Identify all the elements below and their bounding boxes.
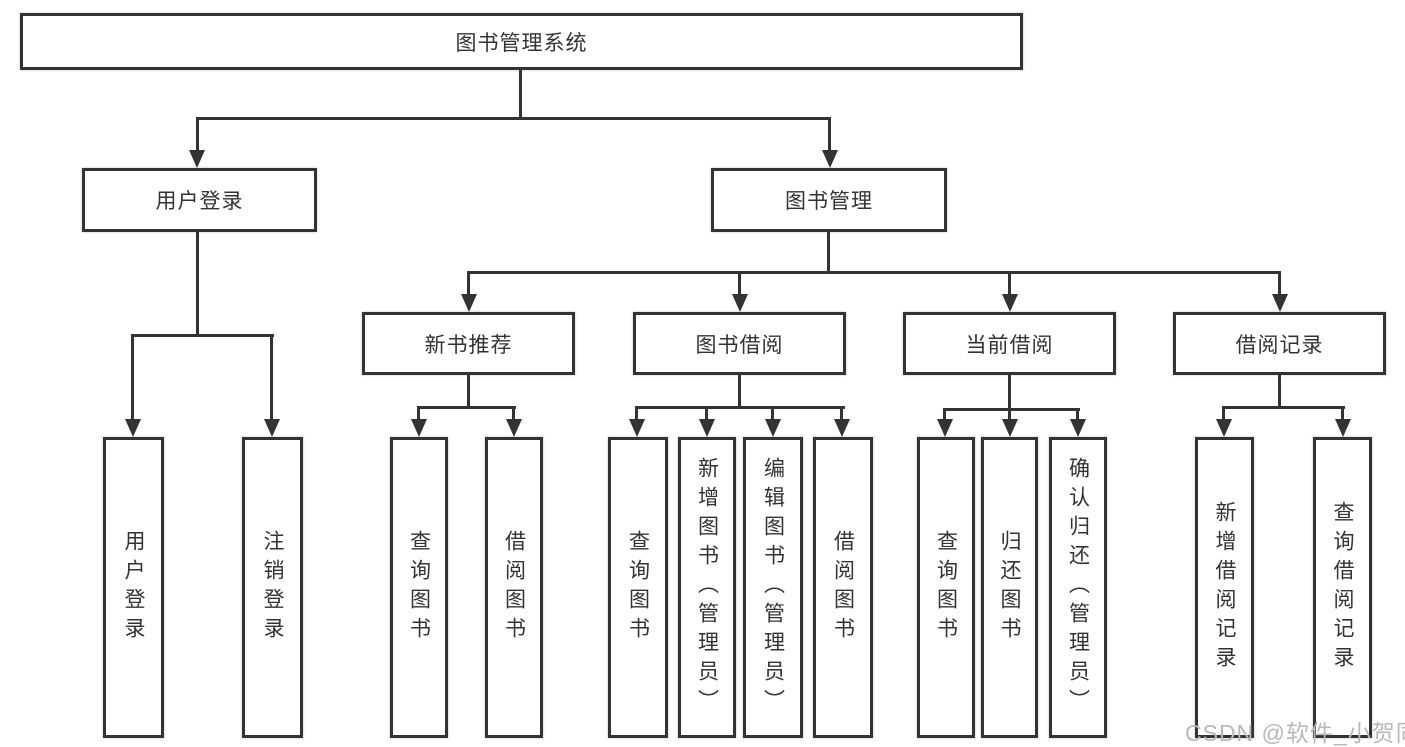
node-current-borrowing: 当前借阅	[903, 312, 1116, 375]
arrow-down-icon	[1216, 419, 1232, 437]
leaf-return-books: 归还图书	[981, 437, 1038, 738]
leaf-query-books-recommend: 查询图书	[390, 437, 448, 738]
leaf-user-login: 用户登录	[103, 437, 164, 738]
node-borrowing-records: 借阅记录	[1173, 312, 1386, 375]
arrow-down-icon	[1335, 419, 1351, 437]
arrow-down-icon	[765, 419, 781, 437]
arrow-down-icon	[1002, 294, 1018, 312]
node-book-borrowing-label: 图书借阅	[695, 333, 784, 357]
arrow-down-icon	[699, 419, 715, 437]
arrow-down-icon	[411, 419, 427, 437]
leaf-query-books-borrow: 查询图书	[608, 437, 668, 738]
leaf-borrow-books-recommend: 借阅图书	[485, 437, 543, 738]
connector-line	[131, 334, 134, 421]
arrow-down-icon	[937, 419, 953, 437]
leaf-query-books-recommend-label: 查询图书	[407, 529, 431, 646]
leaf-return-books-label: 归还图书	[998, 529, 1021, 646]
csdn-watermark: CSDN @软件_小贺同学	[1185, 720, 1405, 746]
connector-line	[944, 408, 1080, 411]
connector-line	[1008, 408, 1011, 421]
connector-line	[635, 406, 638, 421]
leaf-logout: 注销登录	[242, 437, 303, 738]
connector-line	[771, 406, 774, 421]
node-current-borrowing-label: 当前借阅	[965, 333, 1054, 357]
node-root-label: 图书管理系统	[455, 31, 588, 55]
node-user-login-label: 用户登录	[155, 190, 244, 213]
leaf-add-books-admin-label: 新增图书（管理员）	[695, 457, 719, 718]
arrow-down-icon	[1002, 419, 1018, 437]
connector-line	[270, 334, 273, 421]
arrow-down-icon	[629, 419, 645, 437]
arrow-down-icon	[1070, 419, 1086, 437]
node-new-book-recommend: 新书推荐	[362, 312, 575, 375]
connector-line	[1223, 406, 1345, 409]
connector-line	[467, 375, 470, 408]
arrow-down-icon	[506, 419, 522, 437]
leaf-logout-label: 注销登录	[261, 529, 284, 646]
leaf-borrow-books-label: 借阅图书	[831, 529, 855, 646]
node-book-borrowing: 图书借阅	[633, 312, 846, 375]
node-book-management: 图书管理	[711, 168, 947, 232]
connector-line	[1008, 271, 1011, 296]
connector-line	[196, 232, 199, 336]
arrow-down-icon	[834, 419, 850, 437]
connector-line	[827, 232, 830, 273]
leaf-add-borrow-record-label: 新增借阅记录	[1213, 500, 1236, 675]
node-root: 图书管理系统	[20, 13, 1023, 70]
connector-line	[196, 117, 831, 120]
connector-line	[1278, 375, 1281, 408]
connector-line	[705, 406, 708, 421]
leaf-user-login-label: 用户登录	[122, 529, 145, 646]
leaf-query-books-current-label: 查询图书	[934, 529, 958, 646]
arrow-down-icon	[264, 419, 280, 437]
leaf-add-books-admin: 新增图书（管理员）	[678, 437, 736, 738]
connector-line	[417, 406, 420, 421]
leaf-query-books-current: 查询图书	[917, 437, 975, 738]
connector-line	[1076, 408, 1079, 421]
leaf-query-books-borrow-label: 查询图书	[626, 529, 650, 646]
arrow-down-icon	[461, 294, 477, 312]
arrow-down-icon	[822, 150, 838, 168]
connector-line	[738, 271, 741, 296]
connector-line	[132, 334, 274, 337]
arrow-down-icon	[1272, 294, 1288, 312]
leaf-borrow-books-recommend-label: 借阅图书	[502, 529, 526, 646]
connector-line	[418, 406, 516, 409]
connector-line	[840, 406, 843, 421]
arrow-down-icon	[189, 150, 205, 168]
connector-line	[738, 375, 741, 408]
leaf-edit-books-admin: 编辑图书（管理员）	[743, 437, 803, 738]
leaf-add-borrow-record: 新增借阅记录	[1195, 437, 1254, 738]
node-user-login: 用户登录	[82, 168, 317, 232]
connector-line	[1008, 375, 1011, 410]
leaf-query-borrow-record-label: 查询借阅记录	[1331, 500, 1354, 675]
connector-line	[943, 408, 946, 421]
leaf-edit-books-admin-label: 编辑图书（管理员）	[761, 457, 785, 718]
leaf-confirm-return-admin-label: 确认归还（管理员）	[1066, 457, 1090, 718]
connector-line	[636, 406, 845, 409]
node-new-book-recommend-label: 新书推荐	[424, 333, 513, 357]
connector-line	[196, 117, 199, 152]
connector-line	[512, 406, 515, 421]
connector-line	[1222, 406, 1225, 421]
leaf-query-borrow-record: 查询借阅记录	[1313, 437, 1372, 738]
connector-line	[467, 271, 470, 296]
connector-line	[519, 70, 522, 120]
arrow-down-icon	[125, 419, 141, 437]
connector-line	[467, 271, 1281, 274]
node-borrowing-records-label: 借阅记录	[1235, 333, 1324, 357]
connector-line	[828, 117, 831, 152]
connector-line	[1341, 406, 1344, 421]
connector-line	[1278, 271, 1281, 296]
leaf-confirm-return-admin: 确认归还（管理员）	[1049, 437, 1107, 738]
arrow-down-icon	[732, 294, 748, 312]
node-book-management-label: 图书管理	[785, 190, 873, 213]
leaf-borrow-books: 借阅图书	[813, 437, 873, 738]
